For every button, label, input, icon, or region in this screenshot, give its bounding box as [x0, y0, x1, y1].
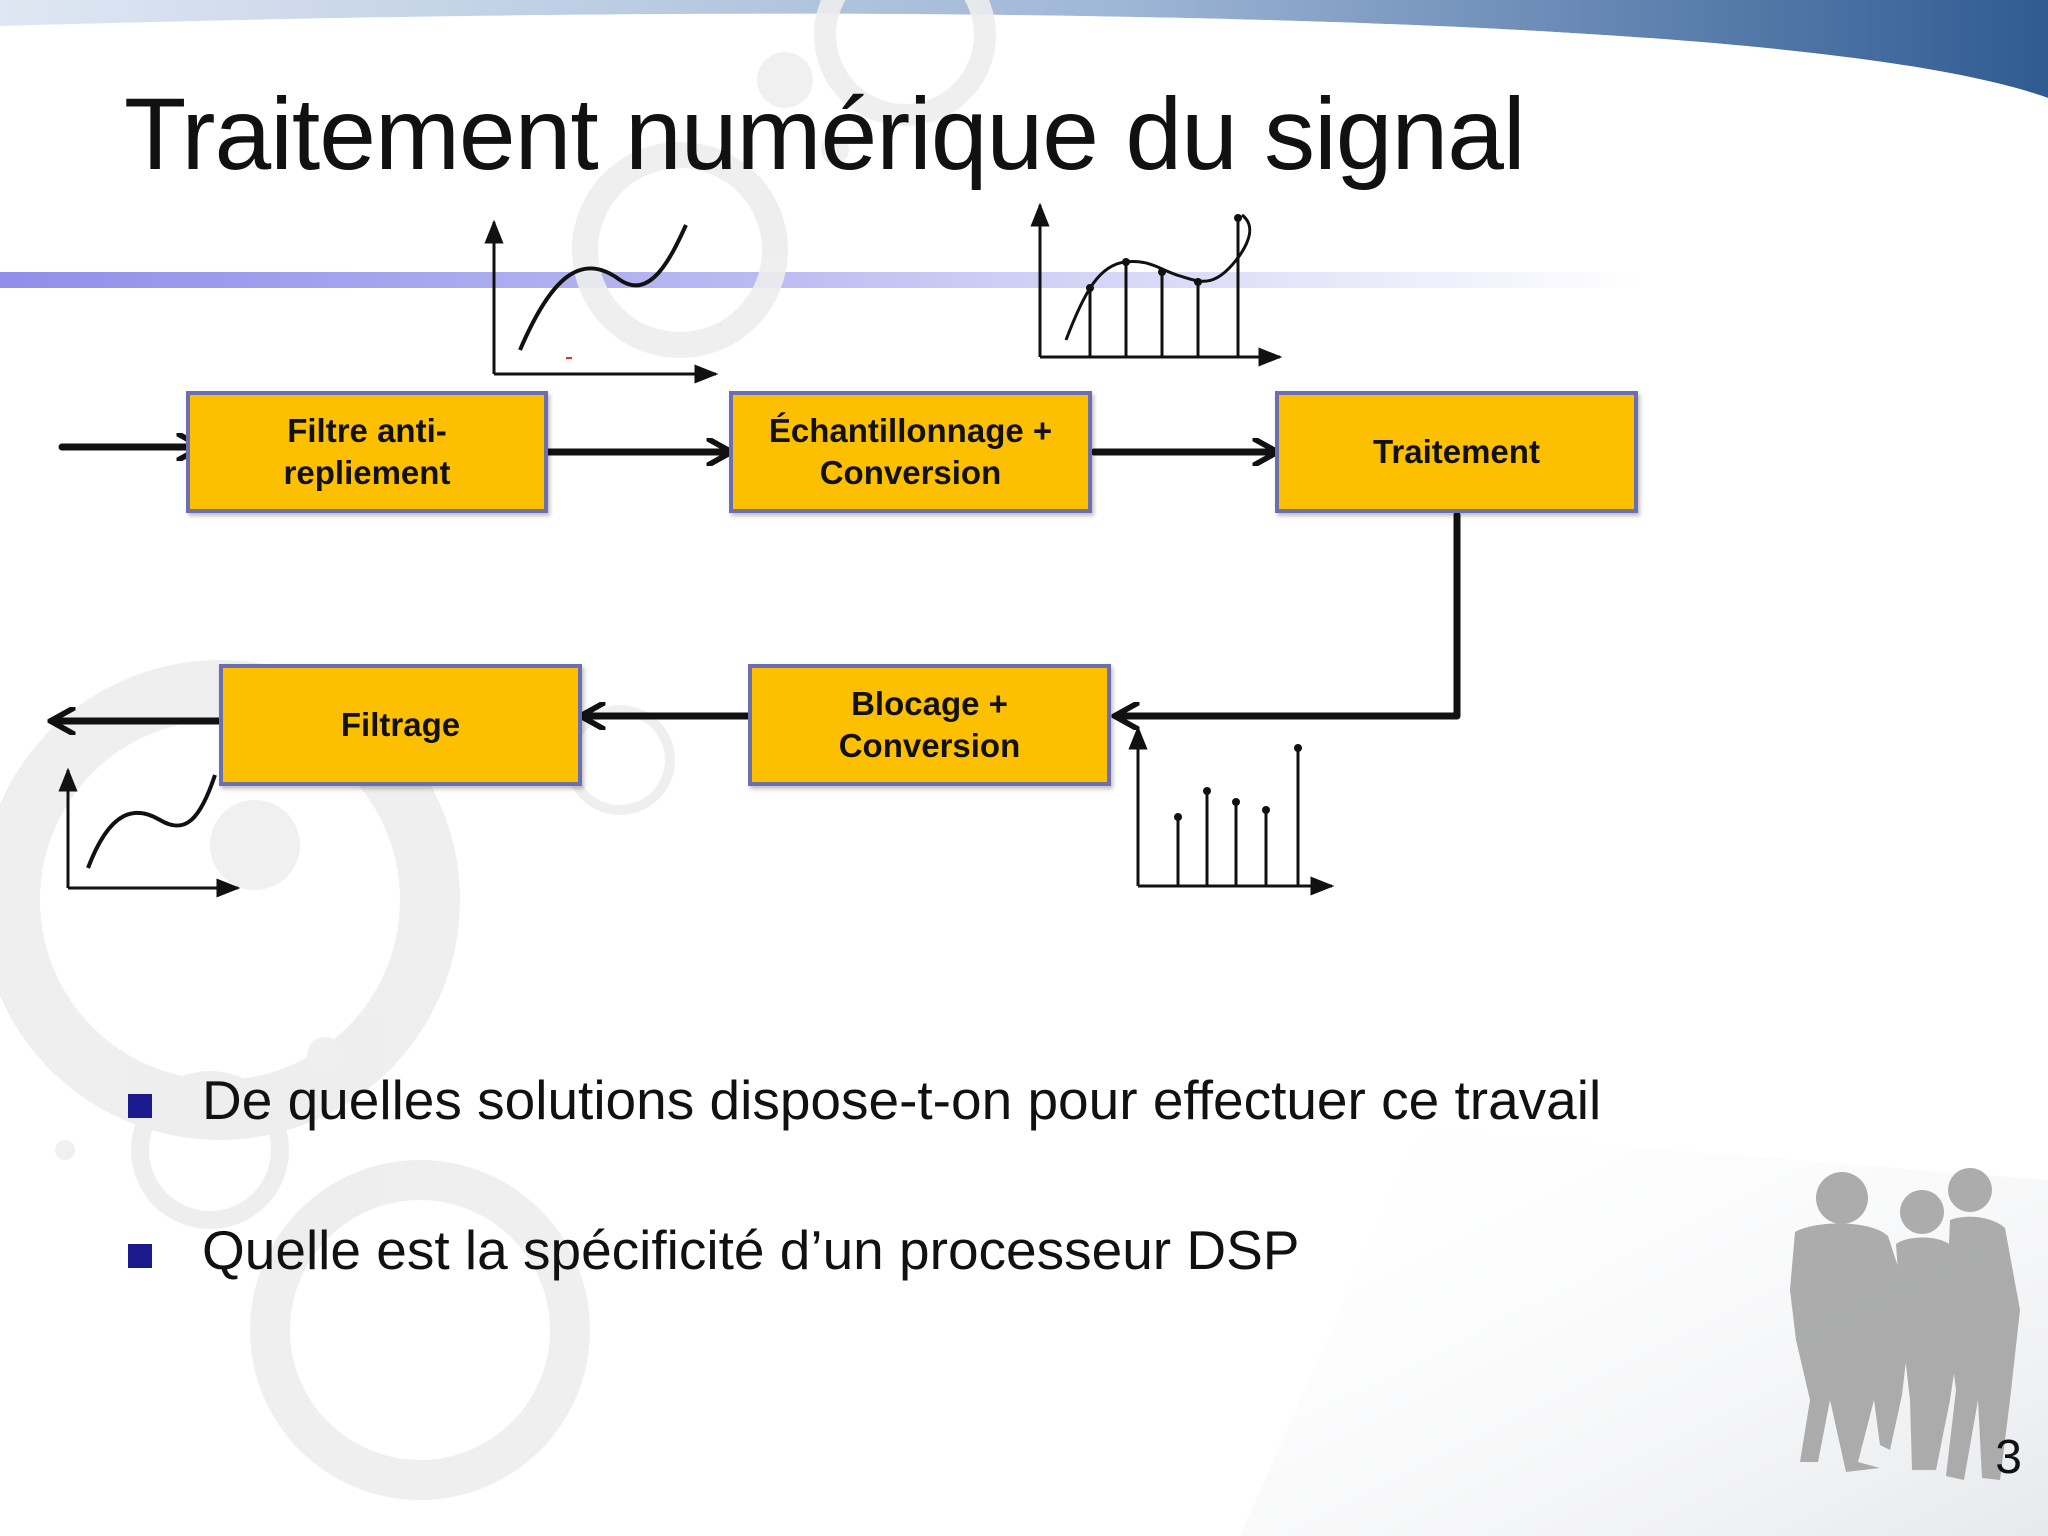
block-antialias-label: Filtre anti- repliement	[283, 412, 451, 491]
block-sampling: Échantillonnage + Conversion	[729, 391, 1092, 513]
analog-signal-plot-input	[484, 219, 719, 384]
sampled-signal-plot	[1030, 202, 1283, 367]
bullet-text: Quelle est la spécificité d’un processeu…	[202, 1219, 1300, 1281]
block-hold-conversion: Blocage + Conversion	[748, 664, 1111, 786]
arrow-processing-to-hold	[1120, 511, 1461, 716]
block-processing-label: Traitement	[1373, 433, 1540, 471]
title-underline-bar	[0, 272, 1640, 288]
block-processing: Traitement	[1275, 391, 1638, 513]
slide-number: 3	[1995, 1431, 2022, 1484]
top-swoosh	[0, 0, 2048, 98]
bullet-item: Quelle est la spécificité d’un processeu…	[124, 1210, 1601, 1360]
bullet-item: De quelles solutions dispose-t-on pour e…	[124, 1060, 1601, 1210]
bullet-text: De quelles solutions dispose-t-on pour e…	[202, 1069, 1602, 1131]
block-filtering-label: Filtrage	[340, 706, 461, 744]
discrete-signal-plot	[1128, 725, 1335, 896]
block-filtering: Filtrage	[219, 664, 582, 786]
bullet-square-icon	[128, 1244, 152, 1268]
analog-signal-plot-output	[58, 767, 241, 898]
block-antialias-filter: Filtre anti- repliement	[186, 391, 548, 513]
block-sampling-label: Échantillonnage + Conversion	[768, 412, 1053, 491]
bullet-list: De quelles solutions dispose-t-on pour e…	[124, 1060, 1601, 1360]
bullet-square-icon	[128, 1094, 152, 1118]
block-hold-label: Blocage + Conversion	[838, 685, 1021, 764]
slide-title: Traitement numérique du signal	[124, 77, 1526, 191]
